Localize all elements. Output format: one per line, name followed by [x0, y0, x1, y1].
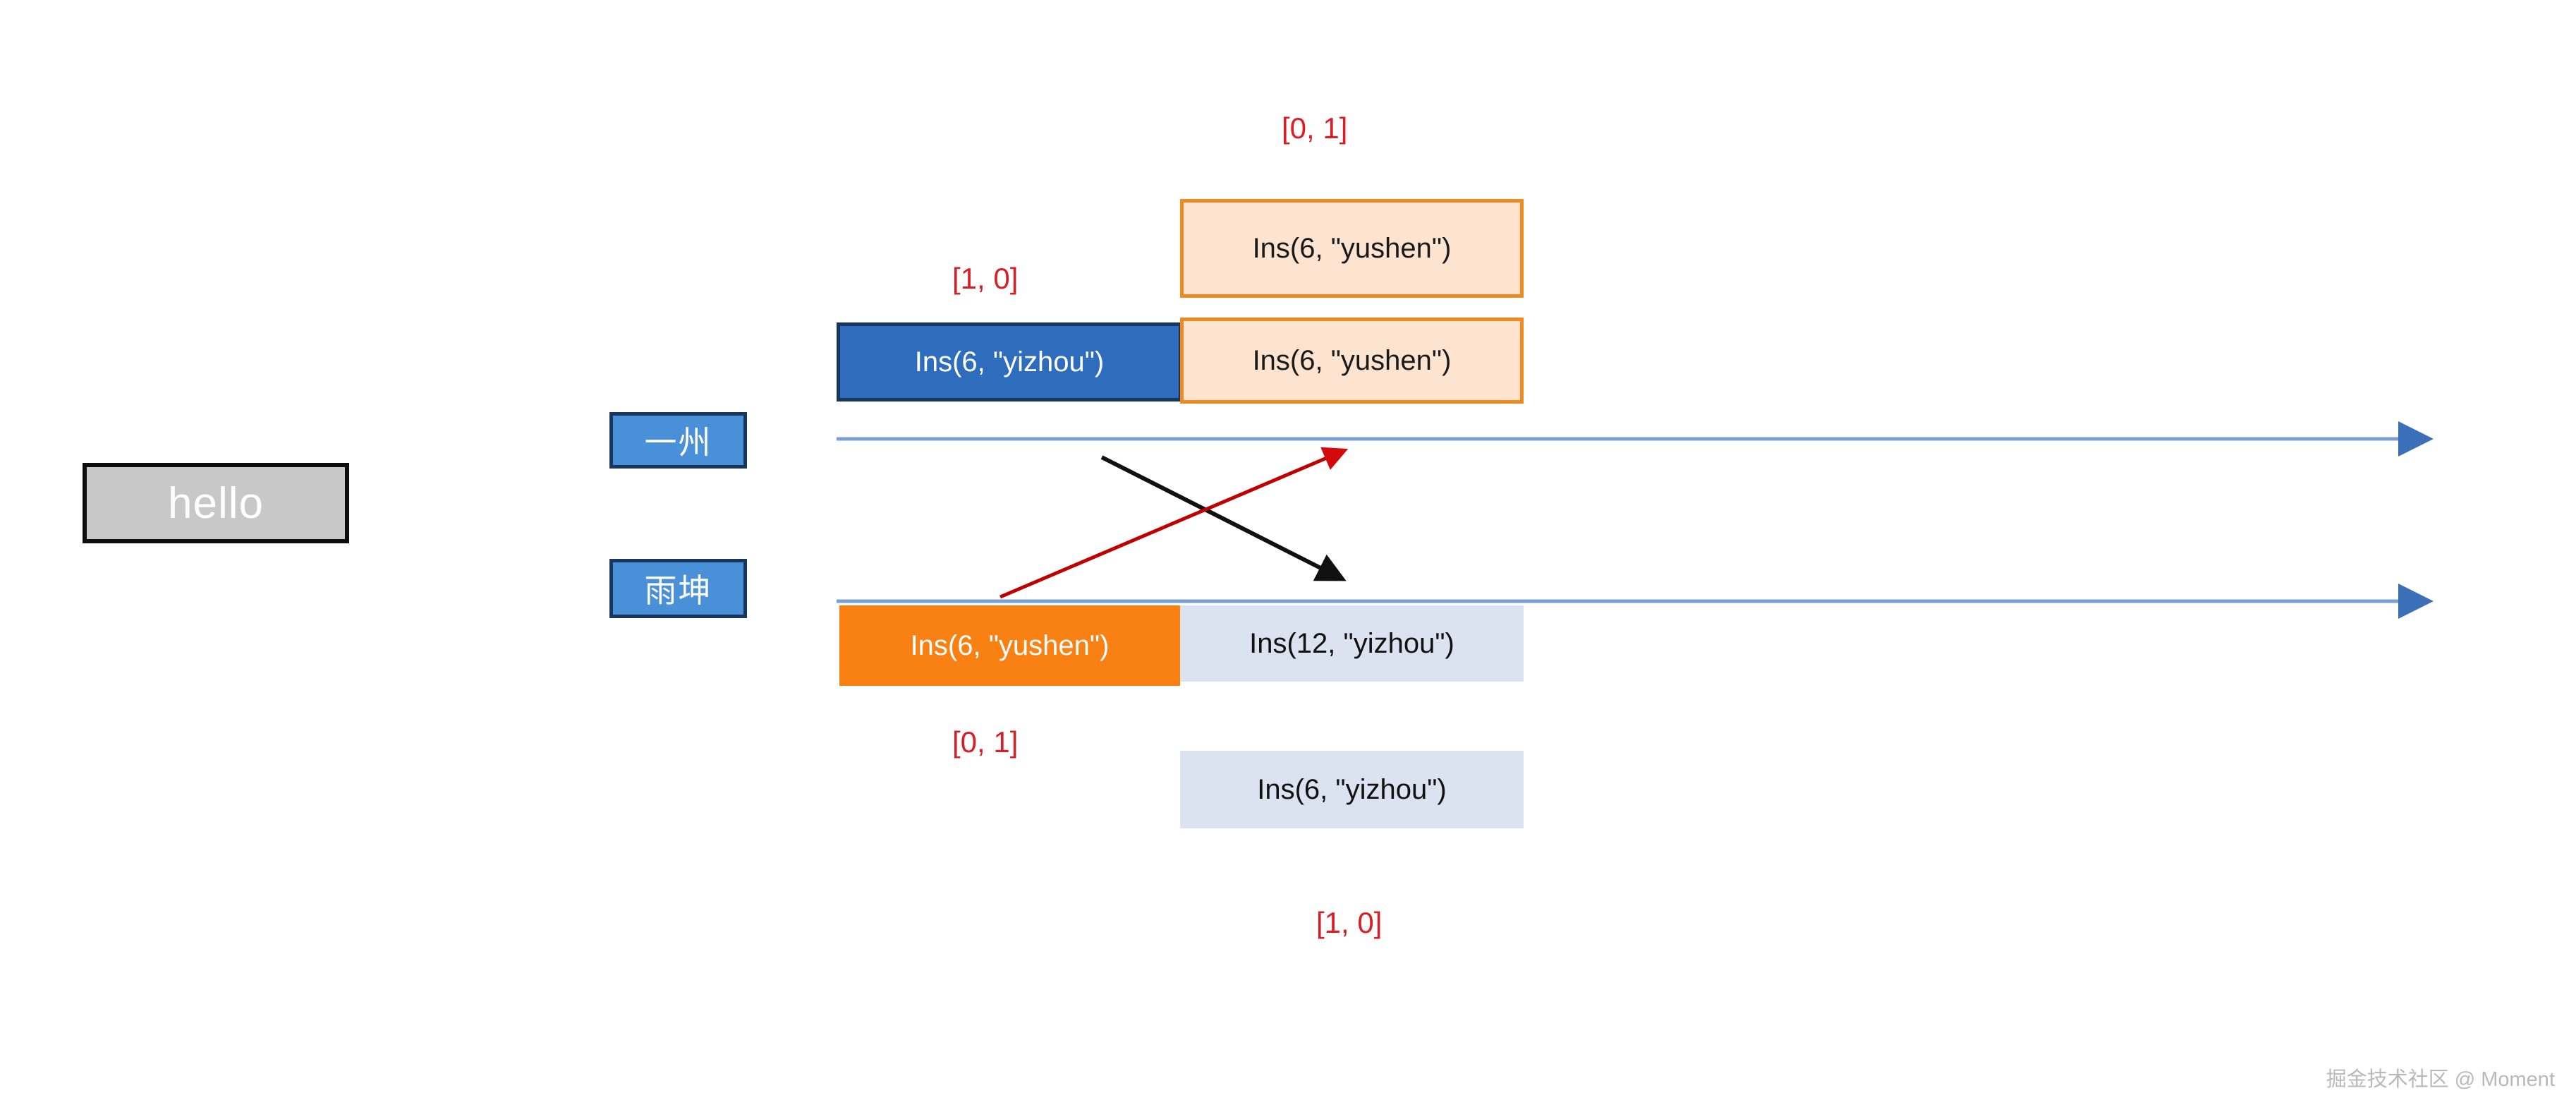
actor-label-yukun-text: 雨坤	[644, 572, 712, 609]
op-label-yushen-transformed: Ins(6, "yushen")	[1252, 344, 1452, 376]
actor-label-yizhou: 一州	[609, 412, 747, 469]
actor-label-yizhou-text: 一州	[644, 424, 712, 461]
op-label-yizhou-transformed: Ins(12, "yizhou")	[1249, 627, 1454, 659]
op-label-yushen-local: Ins(6, "yushen")	[910, 629, 1110, 661]
watermark: 掘金技术社区 @ Moment	[2326, 1068, 2555, 1091]
op-box-bottom-yizhou-remote: Ins(6, "yizhou")	[1180, 751, 1524, 828]
message-yizhou-to-yukun	[1100, 455, 1347, 581]
vector-label-top-left: [1, 0]	[952, 262, 1019, 295]
op-box-top-yushen-remote: Ins(6, "yushen")	[1180, 199, 1524, 298]
actor-label-yukun: 雨坤	[609, 559, 747, 618]
op-label-yizhou-local: Ins(6, "yizhou")	[914, 346, 1105, 378]
vector-label-bottom-left: [0, 1]	[952, 725, 1019, 759]
vector-label-bottom-right: [1, 0]	[1316, 906, 1383, 939]
op-box-yushen-local: Ins(6, "yushen")	[839, 605, 1180, 686]
op-label-top-yushen-remote: Ins(6, "yushen")	[1252, 232, 1452, 264]
message-yukun-to-yizhou	[1000, 447, 1349, 599]
op-label-bottom-yizhou-remote: Ins(6, "yizhou")	[1257, 773, 1447, 805]
op-box-yizhou-transformed: Ins(12, "yizhou")	[1180, 605, 1524, 682]
vector-label-top-right: [0, 1]	[1282, 111, 1348, 145]
hello-box: hello	[83, 463, 349, 543]
op-box-yushen-transformed: Ins(6, "yushen")	[1180, 318, 1524, 404]
hello-label: hello	[168, 478, 264, 528]
op-box-yizhou-local: Ins(6, "yizhou")	[837, 322, 1182, 401]
